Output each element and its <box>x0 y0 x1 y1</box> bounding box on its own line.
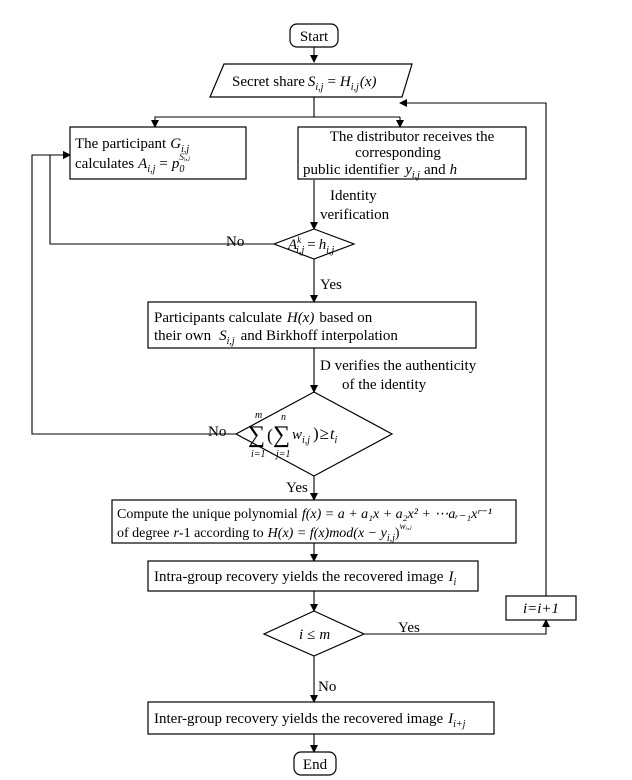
edge-label-no3: No <box>318 679 336 695</box>
edge-secret-split <box>151 97 315 128</box>
increment-node: i=i+1 <box>505 595 577 621</box>
connectors <box>31 47 550 753</box>
sum2-bottom: j=1 <box>274 449 291 460</box>
sum1: ∑ <box>248 422 265 448</box>
end-label: End <box>303 757 328 773</box>
distributor-node: The distributor receives the correspondi… <box>297 126 527 181</box>
decision2-formula: m ∑ i=1 ( n ∑ j=1 wi,j )≥ti <box>248 410 337 460</box>
edge-decision3-yes <box>364 619 550 635</box>
open-paren: ( <box>267 425 273 446</box>
decision3-label: i≤m <box>299 627 330 643</box>
edge-label-no2: No <box>208 424 226 440</box>
start-node: Start <box>289 23 339 48</box>
intra-label: Intra-group recovery yields the recovere… <box>154 569 456 588</box>
edge-label-d-verifies-2: of the identity <box>342 377 427 393</box>
sum2-top: n <box>281 412 286 423</box>
sum1-bottom: i=1 <box>251 449 266 460</box>
edge-label-yes3: Yes <box>398 620 420 636</box>
edge-label-d-verifies-1: D verifies the authenticity <box>320 358 477 374</box>
edge-label-no1: No <box>226 234 244 250</box>
increment-label: i=i+1 <box>523 601 559 617</box>
sum1-top: m <box>255 410 262 421</box>
inter-node: Inter-group recovery yields the recovere… <box>147 701 495 735</box>
start-label: Start <box>300 29 329 45</box>
decision3-node: i≤m <box>262 610 366 657</box>
edge-label-yes2: Yes <box>286 480 308 496</box>
w-term: wi,j <box>292 427 310 446</box>
edge-increment-loop <box>399 99 547 596</box>
sum2: ∑ <box>273 422 290 448</box>
distributor-line1: The distributor receives the <box>330 129 495 145</box>
close-and-geq: )≥ti <box>313 424 337 446</box>
edge-label-identity: Identity <box>330 188 377 204</box>
edge-decision2-no <box>31 151 236 435</box>
decision2-node: m ∑ i=1 ( n ∑ j=1 wi,j )≥ti <box>234 391 394 477</box>
edge-label-yes1: Yes <box>320 277 342 293</box>
edge-label-verification: verification <box>320 207 390 223</box>
distributor-line2: corresponding <box>355 145 441 161</box>
inter-label: Inter-group recovery yields the recovere… <box>154 711 466 730</box>
intra-node: Intra-group recovery yields the recovere… <box>147 560 479 592</box>
end-node: End <box>293 751 337 776</box>
